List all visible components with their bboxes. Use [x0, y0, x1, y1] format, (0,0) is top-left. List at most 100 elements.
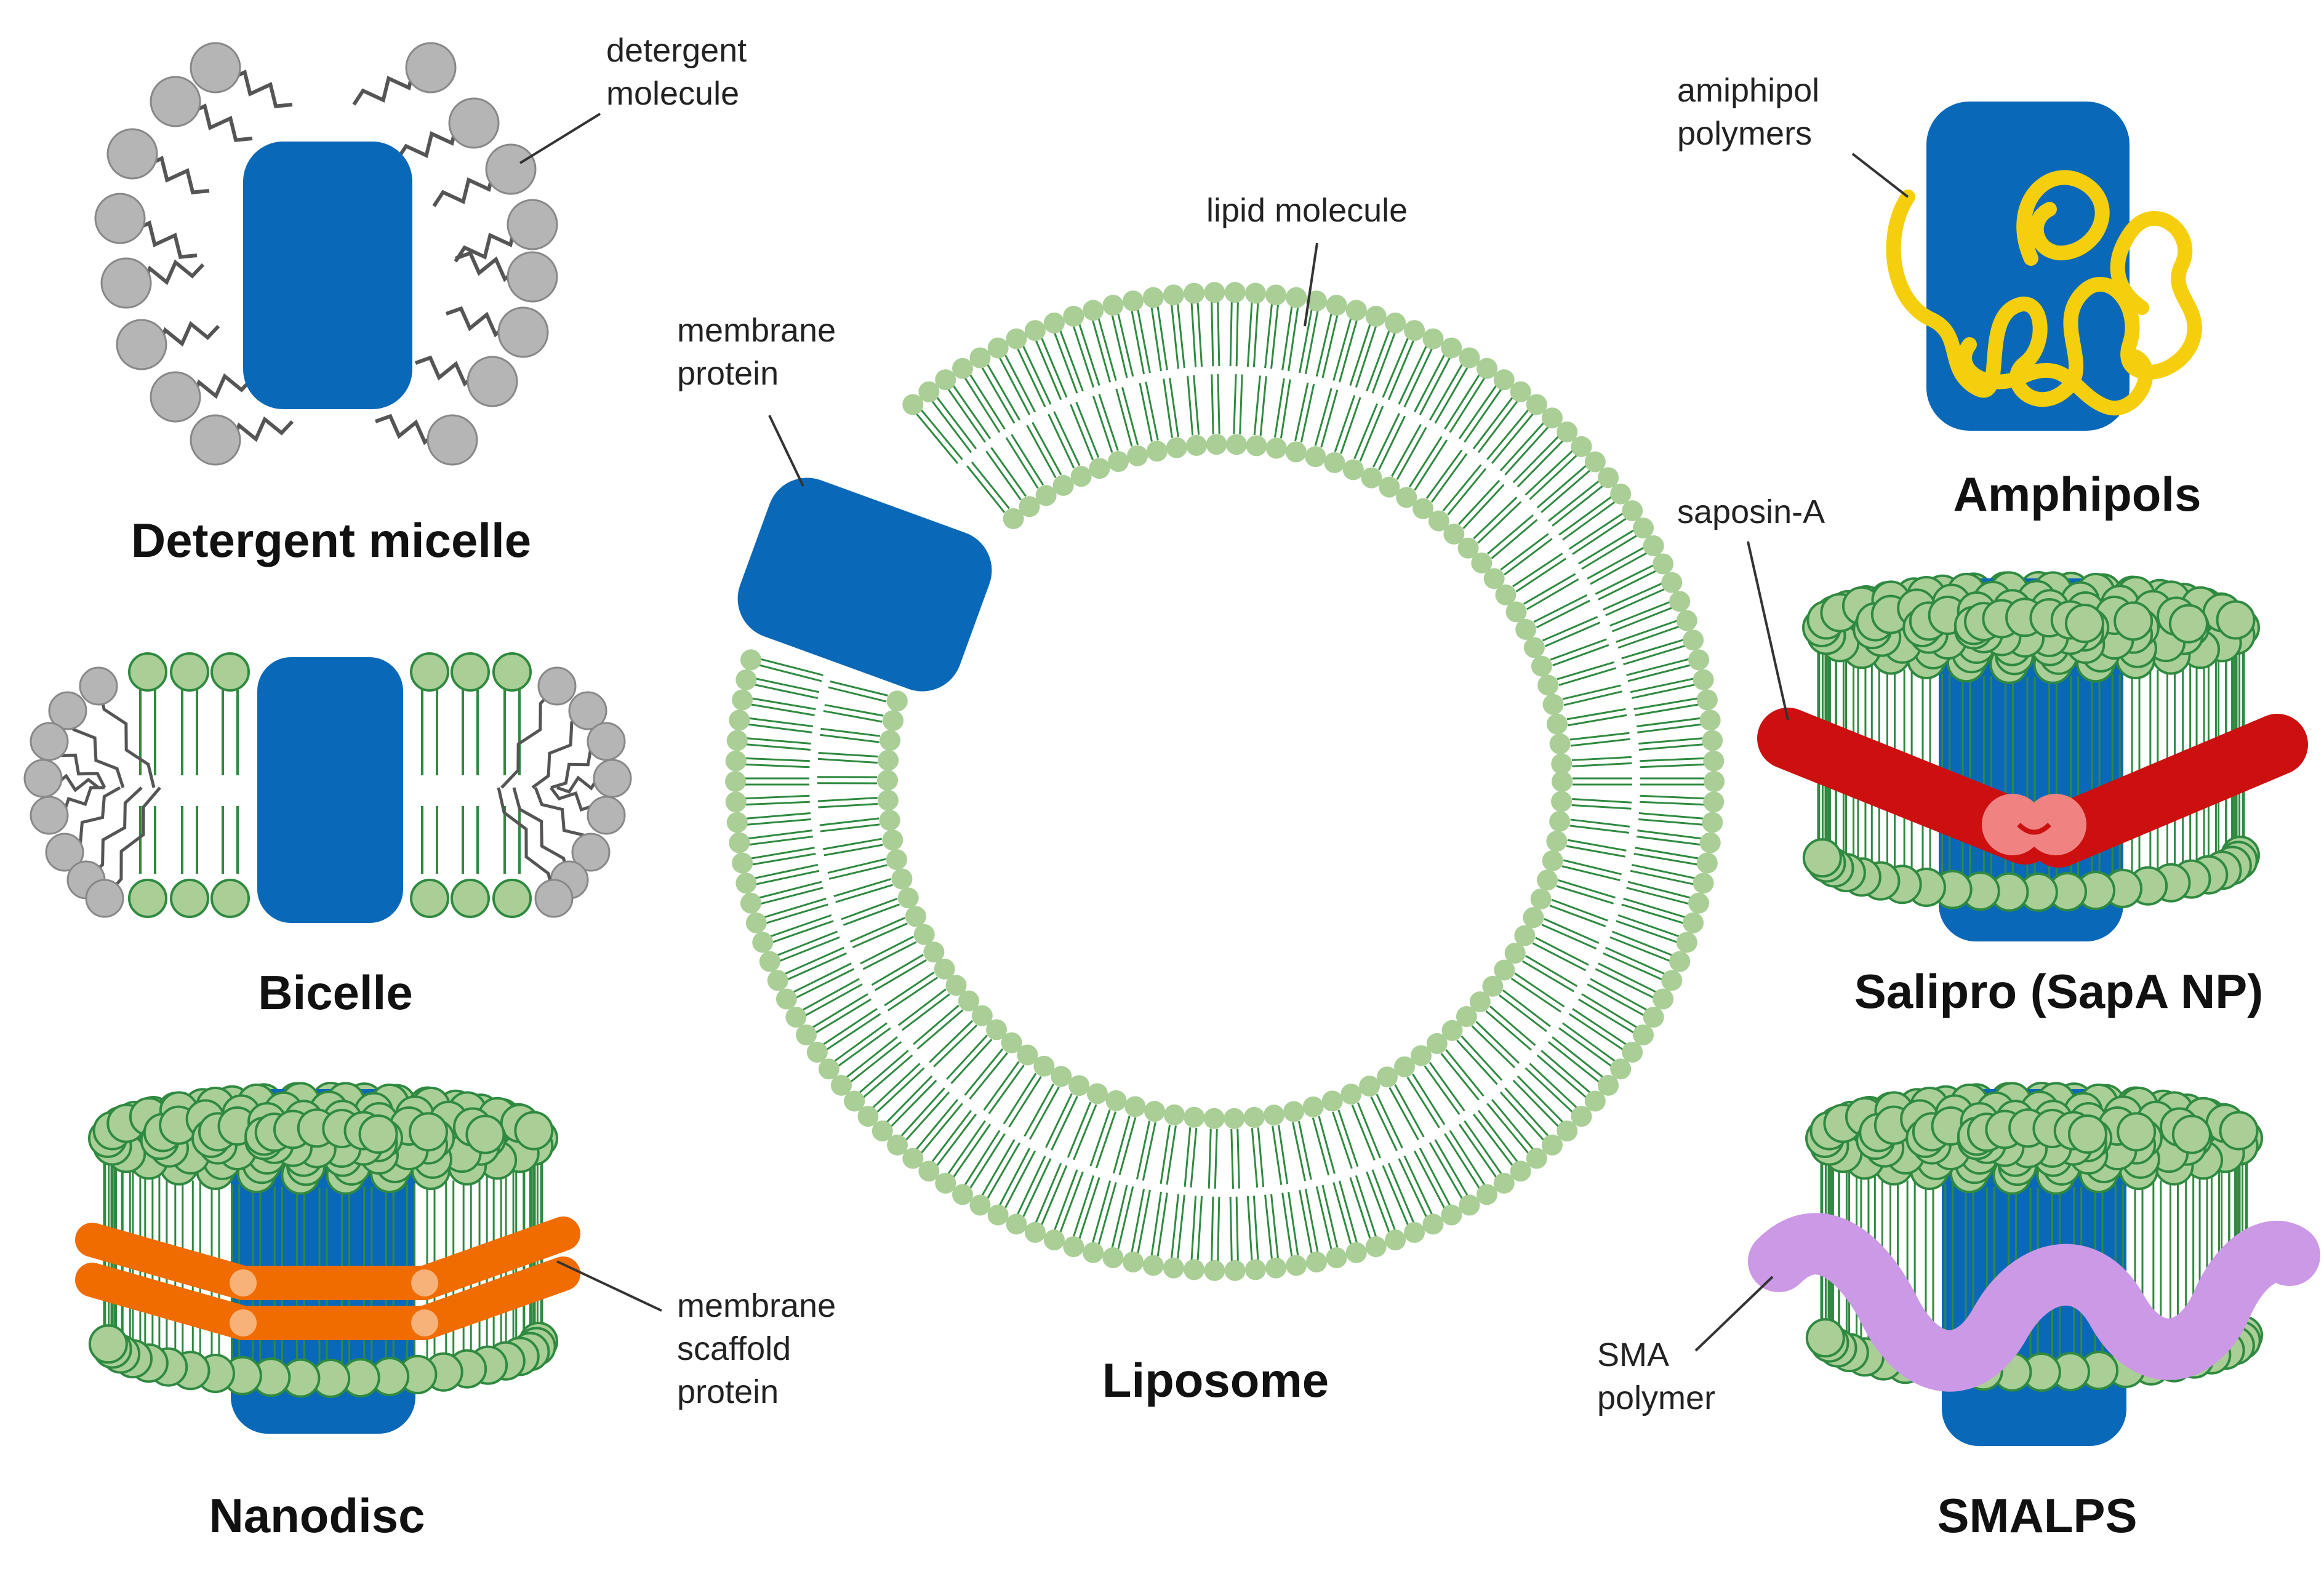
disc-lipid-head — [2064, 604, 2104, 644]
bicelle-detergent-head — [534, 879, 574, 918]
disc-lipid-head — [465, 1114, 505, 1154]
lipid-tail — [1274, 378, 1291, 439]
lipid-tail — [1211, 302, 1220, 367]
lipid-head — [1546, 831, 1568, 852]
bicelle-lipid-head — [210, 652, 250, 692]
lipid-head — [923, 941, 945, 963]
lipid-head — [1164, 1104, 1185, 1125]
lipid-tail — [872, 1063, 925, 1113]
lipid-head — [1083, 1242, 1104, 1263]
lipid-tail — [1640, 777, 1705, 786]
lipid-head — [1457, 537, 1479, 559]
lipid-tail — [1092, 393, 1119, 453]
lipid-tail — [1587, 546, 1648, 585]
lipid-tail — [1542, 616, 1601, 647]
bicelle-lipid-head — [170, 652, 209, 692]
lipid-head — [729, 832, 750, 853]
lipid-tail — [1440, 1049, 1485, 1101]
bicelle-detergent-head — [45, 833, 84, 872]
lipid-head — [913, 924, 935, 945]
lipid-head — [806, 1041, 828, 1063]
lipid-head — [952, 358, 974, 379]
lipid-head — [1505, 601, 1527, 623]
lipid-tail — [1621, 639, 1686, 666]
lipid-head — [1305, 1251, 1327, 1272]
lipid-tail — [1229, 302, 1239, 367]
lipid-head — [1246, 435, 1267, 457]
detergent-head — [94, 193, 146, 244]
lipid-tail — [1458, 479, 1505, 529]
lipid-head — [1523, 907, 1544, 929]
lipid-tail — [1089, 1109, 1117, 1169]
lipid-tail — [1626, 881, 1691, 905]
bicelle-detergent-tail — [97, 685, 156, 788]
lipid-tail — [1382, 337, 1415, 401]
disc-lipid-head — [514, 1111, 554, 1151]
lipid-head — [759, 951, 780, 972]
sma-label-line-1: SMA — [1597, 1336, 1669, 1373]
lipid-head — [1377, 1066, 1398, 1088]
lipid-head — [1342, 459, 1364, 481]
lipid-head — [1166, 437, 1187, 458]
lipid-head — [952, 1184, 974, 1205]
lipid-tail — [1299, 1188, 1319, 1254]
lipid-tail — [849, 917, 908, 948]
lipid-head — [1557, 1121, 1578, 1142]
lipid-head — [1006, 1213, 1027, 1235]
lipid-head — [880, 730, 901, 751]
lipid-head — [1494, 959, 1515, 981]
lipid-tail — [834, 1022, 891, 1067]
lipid-tail — [1315, 313, 1339, 378]
lipid-head — [1428, 510, 1449, 532]
lipid-head — [1422, 1213, 1444, 1235]
msp-label-line-1: membrane — [677, 1287, 836, 1324]
bicelle-lipid-tail — [181, 683, 198, 874]
lipid-tail — [1523, 573, 1579, 610]
lipid-head — [1086, 1083, 1108, 1105]
membrane-protein-leader — [768, 415, 804, 487]
lipid-head — [1683, 629, 1704, 651]
lipid-tail — [758, 658, 823, 682]
disc-lipid-head — [1805, 1318, 1845, 1358]
membrane-protein-label-line-2: protein — [677, 355, 779, 392]
lipid-head — [1541, 1134, 1563, 1156]
salipro: saposin-A Salipro (SapA NP) — [1677, 493, 2308, 1018]
bicelle-detergent-head — [568, 691, 607, 730]
lipid-head — [795, 1024, 817, 1045]
lipid-tail — [1578, 993, 1638, 1034]
lipid-tail — [1498, 989, 1551, 1033]
lipid-head — [1285, 441, 1307, 463]
lipid-tail — [1160, 1124, 1177, 1185]
lipid-tail — [1442, 464, 1487, 516]
lipid-head — [887, 1134, 908, 1156]
lipid-head — [1394, 1056, 1416, 1077]
lipid-tail — [1510, 972, 1565, 1013]
lipid-head — [1404, 320, 1425, 342]
lipid-head — [1286, 1255, 1307, 1276]
bicelle-lipid-tail — [503, 683, 521, 874]
lipid-head — [1105, 1090, 1127, 1111]
lipid-tail — [1251, 1127, 1265, 1188]
lipid-tail — [1233, 374, 1243, 434]
lipid-tail — [748, 717, 814, 733]
lipid-head — [1206, 434, 1227, 455]
lipid-tail — [1067, 1101, 1097, 1161]
lipid-head — [1693, 873, 1714, 894]
lipid-head — [1542, 850, 1563, 871]
lipid-tail — [1425, 449, 1468, 503]
lipid-head — [767, 970, 788, 991]
lipid-head — [732, 689, 753, 711]
lipid-head — [945, 975, 967, 996]
lipid-head — [735, 669, 757, 690]
lipid-head — [1476, 1184, 1497, 1205]
lipid-head — [958, 990, 979, 1012]
lipid-head — [1669, 951, 1691, 972]
lipid-tail — [784, 946, 847, 981]
nanodisc-lipid-disc — [88, 1082, 558, 1434]
lipid-head — [1361, 467, 1382, 489]
lipid-tail — [1372, 413, 1406, 471]
lipid-tail — [1621, 897, 1686, 924]
lipid-tail — [1571, 756, 1632, 767]
saposin-a-label: saposin-A — [1677, 493, 1825, 530]
lipid-head — [1243, 1106, 1265, 1128]
